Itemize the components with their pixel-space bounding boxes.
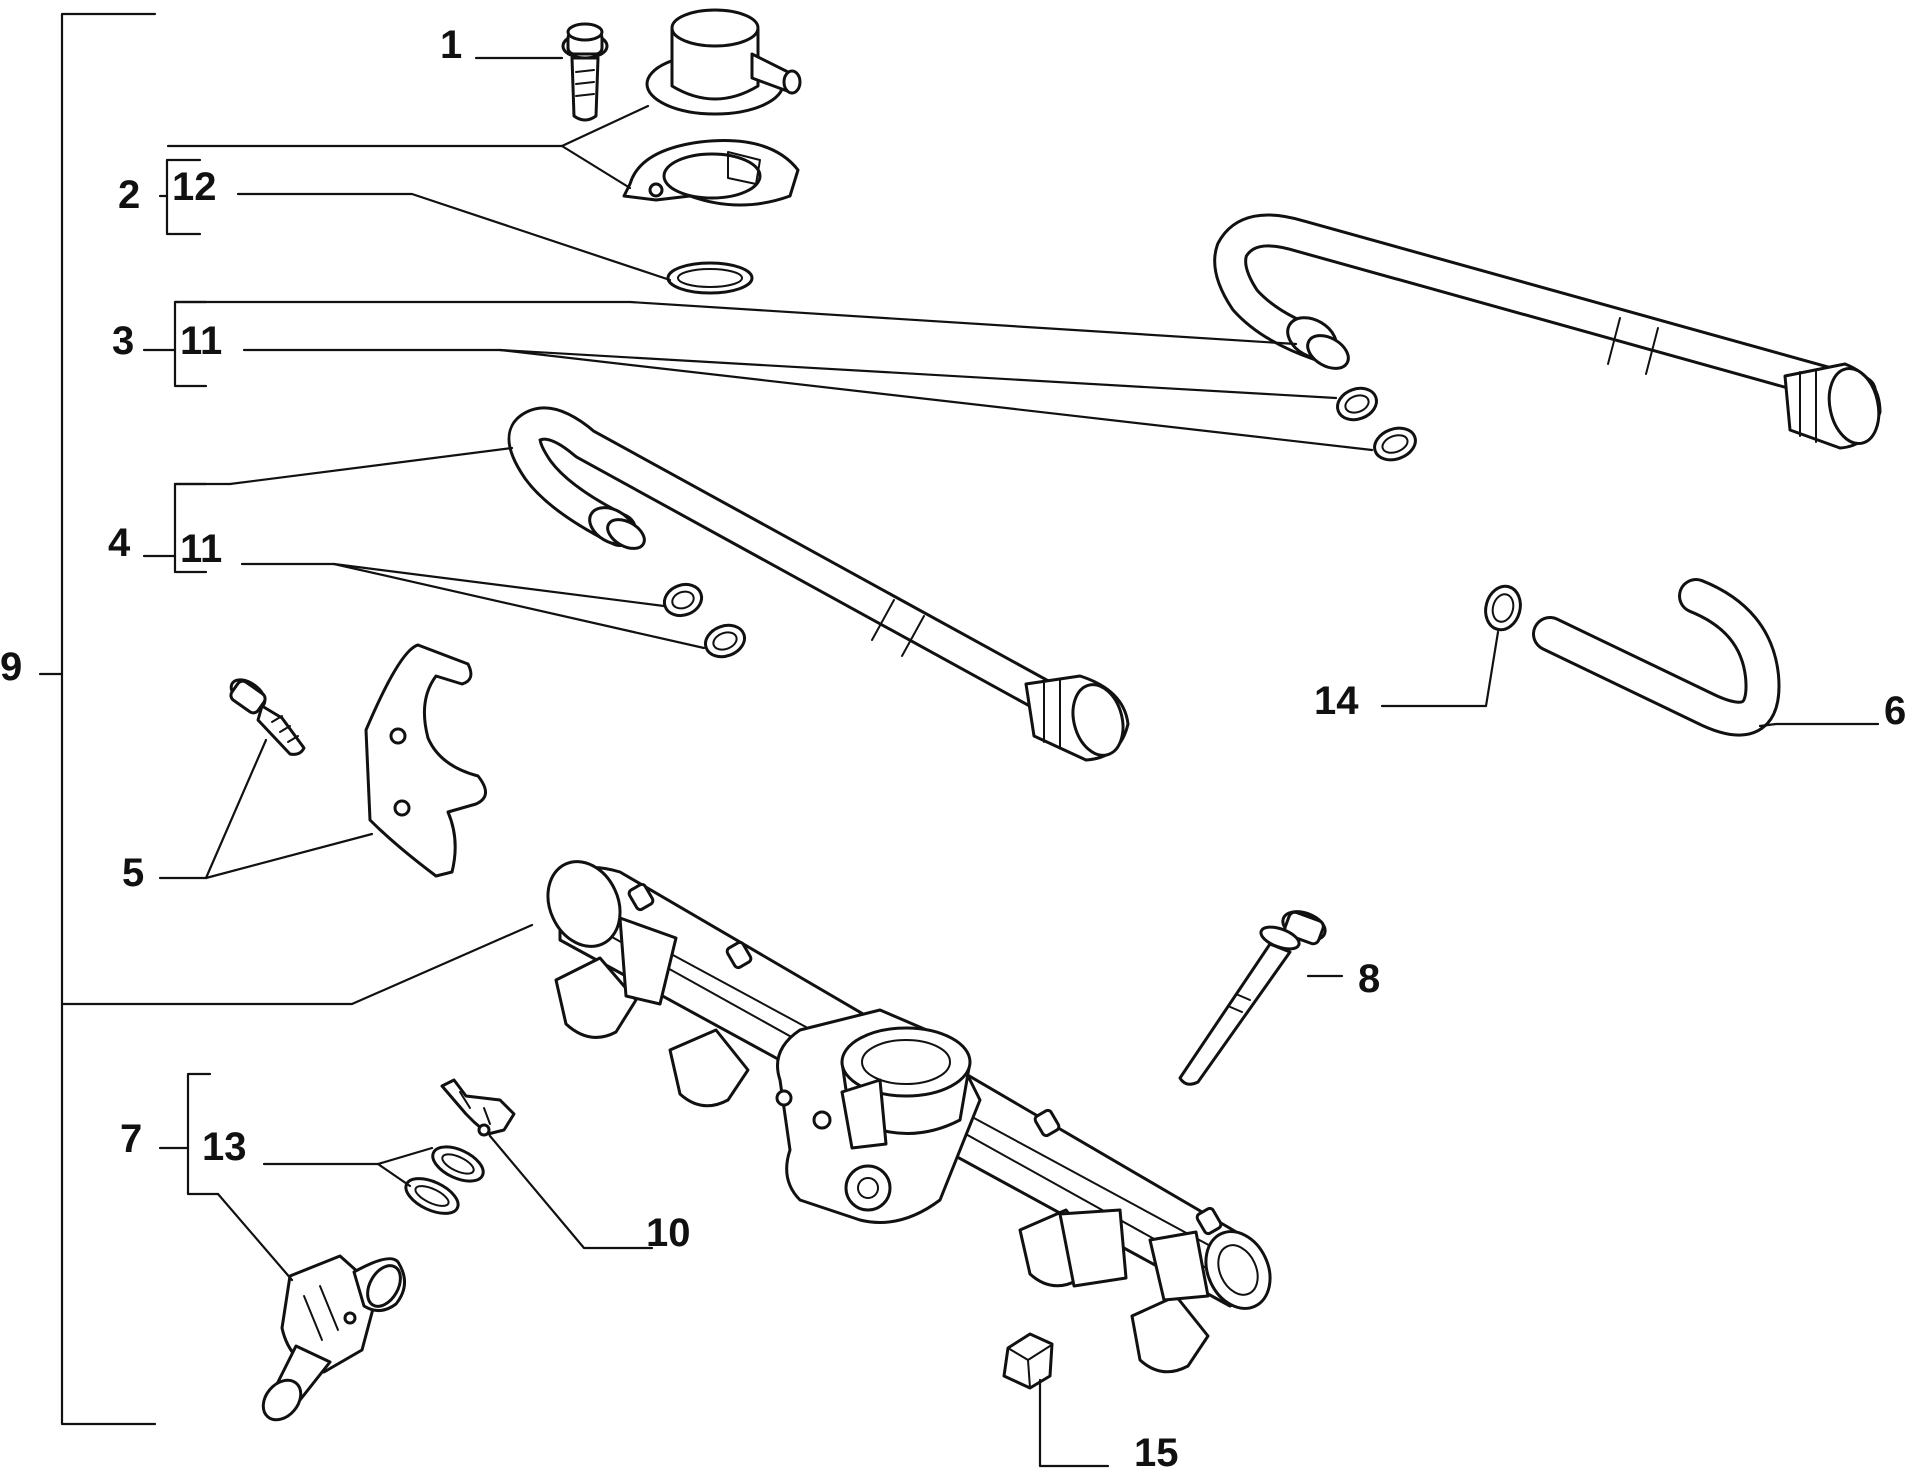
pressure-regulator-2 — [645, 8, 802, 116]
callout-11-upper: 11 — [180, 319, 222, 363]
callout-12: 12 — [172, 165, 217, 209]
clip-10 — [440, 1078, 516, 1137]
callout-10: 10 — [646, 1211, 691, 1255]
callout-14: 14 — [1314, 679, 1359, 723]
assembly-bracket-9 — [38, 12, 534, 1426]
callout-9: 9 — [0, 645, 22, 689]
o-rings-11-upper — [1336, 386, 1417, 462]
regulator-bracket-2 — [622, 139, 800, 207]
callout-11-lower: 11 — [180, 527, 222, 571]
o-ring-12 — [666, 261, 754, 295]
bolt-5 — [229, 678, 306, 756]
callout-8: 8 — [1358, 957, 1380, 1001]
callout-15: 15 — [1134, 1431, 1179, 1474]
bolt-1 — [561, 22, 609, 122]
callout-5: 5 — [122, 851, 144, 895]
callout-6: 6 — [1884, 689, 1906, 733]
fuel-rail-9 — [546, 860, 1272, 1374]
callout-13: 13 — [202, 1125, 247, 1169]
bolt-8 — [1178, 910, 1327, 1086]
fuel-pipe-4 — [507, 406, 1130, 762]
leader-lines — [142, 56, 1880, 1468]
fuel-pipe-3 — [1213, 213, 1882, 450]
callout-2: 2 — [118, 173, 140, 217]
clamp-14 — [1484, 584, 1522, 632]
callout-4: 4 — [108, 521, 131, 565]
callout-3: 3 — [112, 319, 134, 363]
callout-7: 7 — [120, 1117, 142, 1161]
hose-6 — [1532, 578, 1781, 737]
callout-1: 1 — [440, 23, 462, 67]
callout-labels: 1 2 12 3 11 4 11 9 5 14 6 8 7 13 10 15 — [0, 23, 1906, 1474]
o-rings-11-lower — [662, 582, 746, 659]
cap-15 — [1002, 1332, 1054, 1390]
injector-7 — [261, 1254, 406, 1422]
bracket-5 — [364, 643, 487, 878]
seals-13 — [404, 1145, 485, 1215]
